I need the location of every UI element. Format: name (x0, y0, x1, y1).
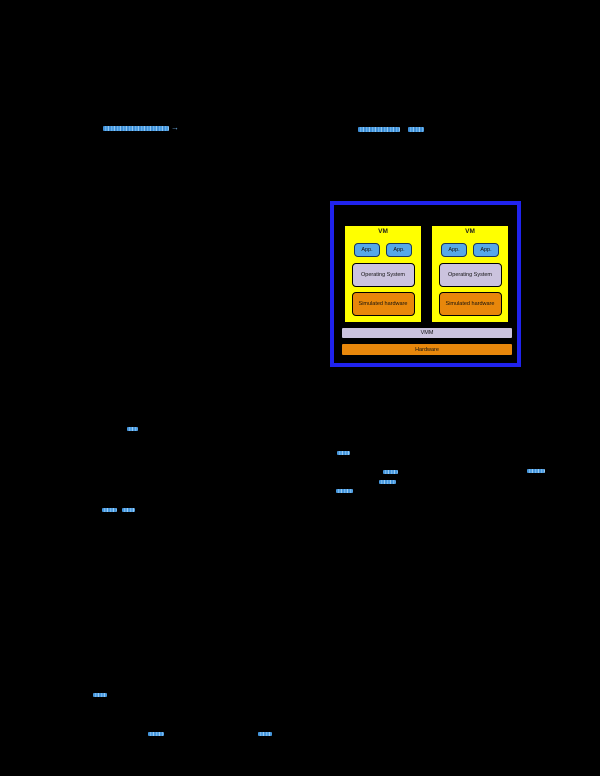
hardware-bar: Hardware (341, 343, 513, 356)
inline-hyperlink[interactable] (337, 451, 350, 455)
app-box: App. (473, 243, 499, 257)
operating-system-box: Operating System (438, 263, 502, 287)
virtualization-diagram: VM App. App. Operating System Simulated … (330, 201, 521, 367)
app-box: App. (441, 243, 467, 257)
inline-hyperlink[interactable] (527, 469, 545, 473)
apps-row: App. App. (354, 243, 412, 257)
inline-hyperlink[interactable] (258, 732, 272, 736)
simulated-hardware-box: Simulated hardware (351, 292, 415, 316)
arrow-right-icon[interactable]: → (171, 123, 179, 132)
inline-hyperlink[interactable] (122, 508, 135, 512)
app-box: App. (386, 243, 412, 257)
inline-hyperlink[interactable] (148, 732, 164, 736)
vm-label: VM (378, 228, 388, 235)
apps-row: App. App. (441, 243, 499, 257)
hyperlink-right-b[interactable] (408, 127, 424, 132)
inline-hyperlink[interactable] (93, 693, 107, 697)
hyperlink-left[interactable] (103, 126, 169, 131)
inline-hyperlink[interactable] (127, 427, 138, 431)
operating-system-box: Operating System (351, 263, 415, 287)
vm-box-right: VM App. App. Operating System Simulated … (431, 225, 509, 323)
simulated-hardware-box: Simulated hardware (438, 292, 502, 316)
inline-hyperlink[interactable] (336, 489, 353, 493)
hyperlink-right-a[interactable] (358, 127, 400, 132)
inline-hyperlink[interactable] (379, 480, 396, 484)
app-box: App. (354, 243, 380, 257)
vmm-bar: VMM (341, 327, 513, 339)
vm-box-left: VM App. App. Operating System Simulated … (344, 225, 422, 323)
inline-hyperlink[interactable] (102, 508, 117, 512)
vm-row: VM App. App. Operating System Simulated … (344, 225, 510, 323)
inline-hyperlink[interactable] (383, 470, 398, 474)
vm-label: VM (465, 228, 475, 235)
